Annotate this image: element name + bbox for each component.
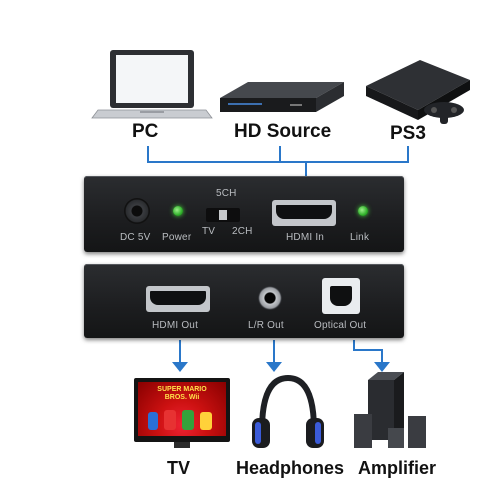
character-2 xyxy=(164,410,176,430)
tv-screen-title: SUPER MARIO BROS. Wii xyxy=(157,386,207,401)
optical-out-arrow-head xyxy=(374,362,390,372)
headphones-label: Headphones xyxy=(236,458,345,478)
hdmi-out-slot xyxy=(150,291,206,305)
power-led xyxy=(173,206,183,216)
hdmi-in-label: HDMI In xyxy=(286,232,325,243)
character-1 xyxy=(148,412,158,430)
link-label: Link xyxy=(350,232,370,243)
hdmi-in-slot xyxy=(276,205,332,219)
optical-out-line xyxy=(353,340,383,362)
switch-knob xyxy=(219,210,227,220)
character-3 xyxy=(182,410,194,430)
lr-out-jack xyxy=(258,286,282,310)
optical-out-slot xyxy=(330,286,352,306)
dc-jack xyxy=(124,198,150,224)
lr-out-arrow-head xyxy=(266,362,282,372)
tv-icon: SUPER MARIO BROS. Wii xyxy=(134,378,230,442)
optical-out-label: Optical Out xyxy=(314,320,367,331)
character-4 xyxy=(200,412,212,430)
power-label: Power xyxy=(162,232,192,243)
tv-stand xyxy=(174,442,190,448)
source-bus-line xyxy=(147,146,409,163)
lr-out-label: L/R Out xyxy=(248,320,284,331)
amplifier-label: Amplifier xyxy=(358,458,437,478)
dc-5v-label: DC 5V xyxy=(120,232,151,243)
pc-label: PC xyxy=(132,121,159,142)
switch-2ch-label: 2CH xyxy=(232,226,253,237)
hdmi-out-port xyxy=(146,286,210,312)
link-led xyxy=(358,206,368,216)
optical-out-port xyxy=(322,278,360,314)
tv-label: TV xyxy=(167,458,191,478)
switch-tv-label: TV xyxy=(202,226,216,237)
audio-mode-switch xyxy=(206,208,240,222)
hdmi-out-label: HDMI Out xyxy=(152,320,199,331)
tv-screen: SUPER MARIO BROS. Wii xyxy=(138,382,226,436)
splitter-front-panel: DC 5V Power 5CH TV 2CH HDMI In Link xyxy=(84,176,404,252)
switch-5ch-label: 5CH xyxy=(216,188,237,199)
hd-source-label: HD Source xyxy=(234,121,332,142)
splitter-back-panel: HDMI Out L/R Out Optical Out xyxy=(84,264,404,338)
hdmi-in-port xyxy=(272,200,336,226)
hdmi-out-arrow-head xyxy=(172,362,188,372)
ps3-label: PS3 xyxy=(390,123,426,144)
